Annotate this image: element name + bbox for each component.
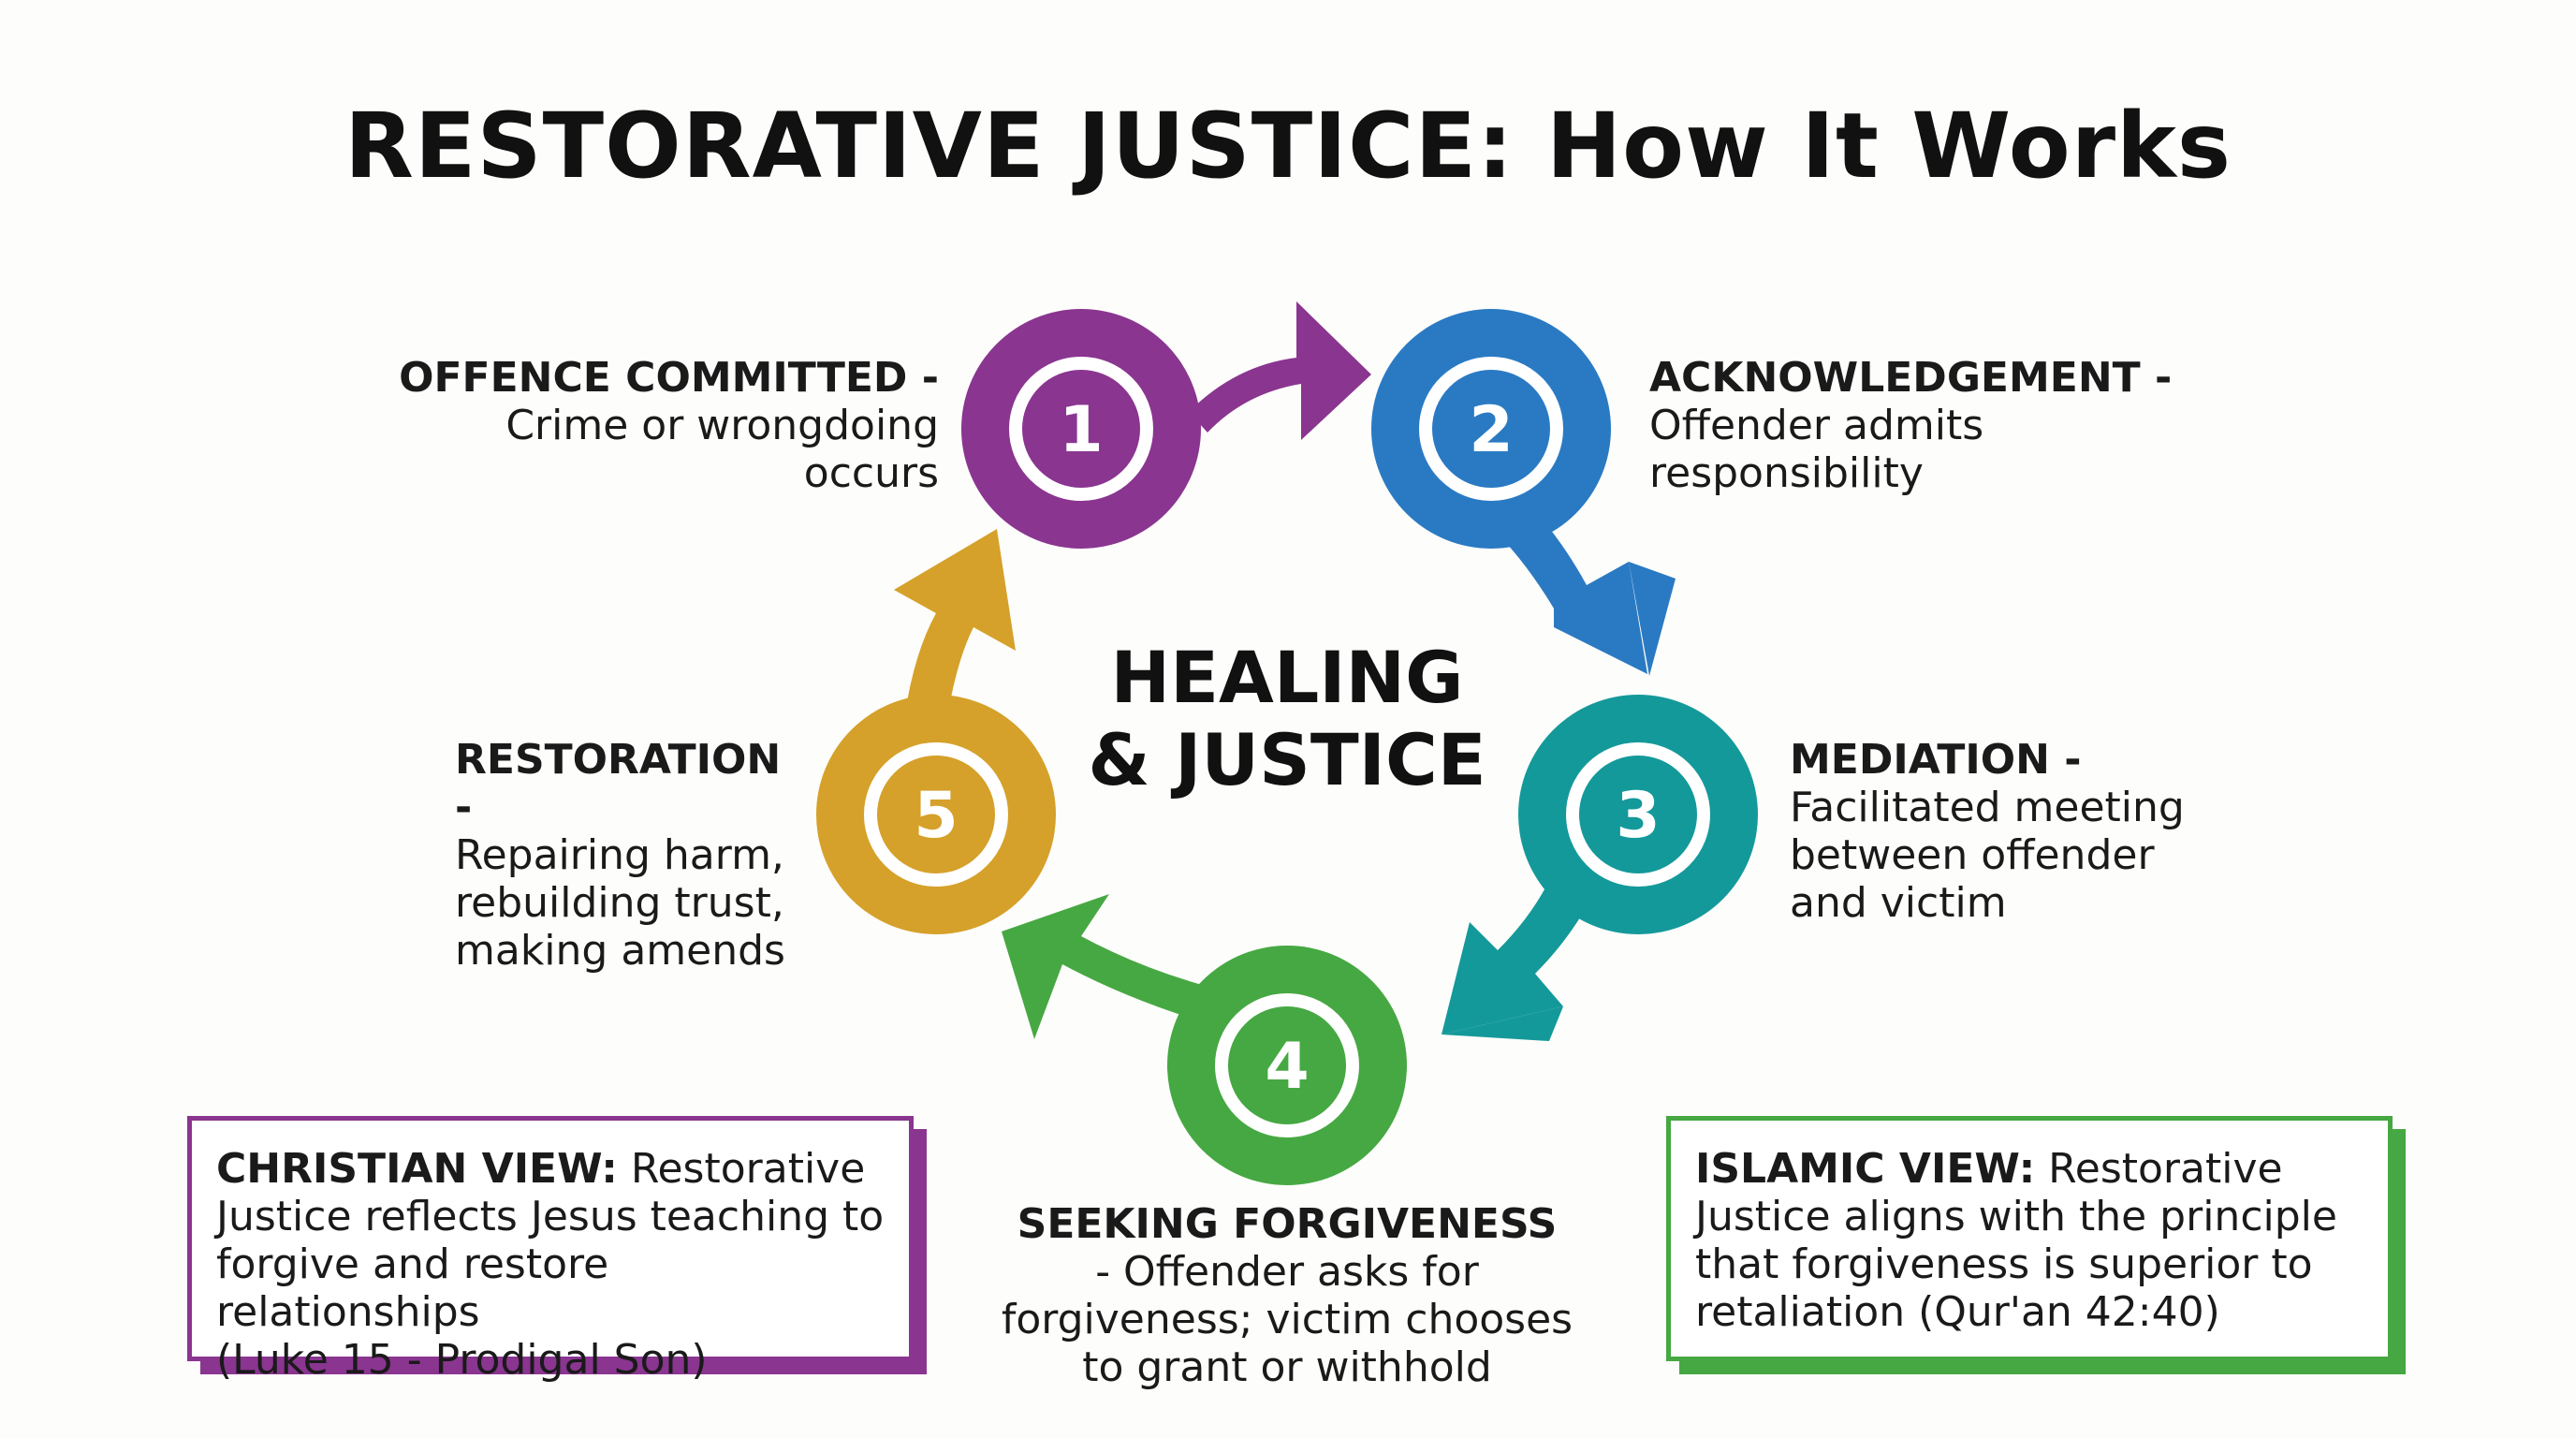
step-1-circle: 1 bbox=[961, 309, 1201, 549]
step-3-label: MEDIATION - Facilitated meeting between … bbox=[1790, 736, 2314, 927]
step-2-number: 2 bbox=[1469, 393, 1513, 467]
step-4-line-1: - Offender asks for bbox=[1095, 1248, 1479, 1296]
christian-view-line-4: (Luke 15 - Prodigal Son) bbox=[216, 1336, 708, 1384]
center-label: HEALING & JUSTICE bbox=[1020, 637, 1554, 801]
islamic-view-line-2: Justice aligns with the principle bbox=[1695, 1193, 2337, 1240]
step-4-circle: 4 bbox=[1167, 946, 1407, 1185]
islamic-view-heading: ISLAMIC VIEW: bbox=[1695, 1145, 2036, 1193]
christian-view-line-3: forgive and restore relationships bbox=[216, 1240, 609, 1336]
page-title: RESTORATIVE JUSTICE: How It Works bbox=[344, 94, 2232, 198]
step-4-label: SEEKING FORGIVENESS - Offender asks for … bbox=[973, 1200, 1601, 1391]
christian-view-box: CHRISTIAN VIEW: Restorative Justice refl… bbox=[187, 1116, 914, 1384]
step-3-number: 3 bbox=[1616, 779, 1660, 853]
step-5-heading: RESTORATION - bbox=[455, 736, 782, 831]
step-3-line-1: Facilitated meeting bbox=[1790, 784, 2185, 831]
christian-view-line-2: Justice reflects Jesus teaching to bbox=[216, 1193, 885, 1240]
step-2-label: ACKNOWLEDGEMENT - Offender admits respon… bbox=[1649, 354, 2211, 497]
step-5-line-2: rebuilding trust, bbox=[455, 879, 784, 927]
step-3-line-2: between offender bbox=[1790, 831, 2155, 879]
step-5-label: RESTORATION - Repairing harm, rebuilding… bbox=[455, 736, 801, 975]
step-4-line-2: forgiveness; victim chooses bbox=[1001, 1296, 1573, 1343]
islamic-view-line-3: that forgiveness is superior to bbox=[1695, 1240, 2313, 1288]
step-1-label: OFFENCE COMMITTED - Crime or wrongdoing … bbox=[393, 354, 939, 497]
step-5-circle: 5 bbox=[816, 695, 1056, 934]
step-1-heading: OFFENCE COMMITTED - bbox=[399, 354, 939, 402]
christian-view-line-1: Restorative bbox=[617, 1145, 866, 1193]
step-4-number: 4 bbox=[1265, 1030, 1309, 1104]
step-2-heading: ACKNOWLEDGEMENT - bbox=[1649, 354, 2173, 402]
step-2-line-1: Offender admits bbox=[1649, 402, 1984, 449]
step-1-line-1: Crime or wrongdoing bbox=[505, 402, 939, 449]
step-2-circle: 2 bbox=[1371, 309, 1611, 549]
step-3-line-3: and victim bbox=[1790, 879, 2007, 927]
step-4-line-3: to grant or withhold bbox=[1082, 1343, 1492, 1391]
islamic-view-line-1: Restorative bbox=[2035, 1145, 2283, 1193]
center-line-2: & JUSTICE bbox=[1088, 718, 1486, 801]
step-1-line-2: occurs bbox=[803, 449, 939, 497]
step-3-circle: 3 bbox=[1518, 695, 1758, 934]
arrow-5-to-1 bbox=[894, 529, 1016, 730]
islamic-view-line-4: retaliation (Qur'an 42:40) bbox=[1695, 1288, 2220, 1336]
christian-view-heading: CHRISTIAN VIEW: bbox=[216, 1145, 618, 1193]
islamic-view-box: ISLAMIC VIEW: Restorative Justice aligns… bbox=[1666, 1116, 2393, 1361]
step-1-number: 1 bbox=[1059, 393, 1103, 467]
step-5-number: 5 bbox=[914, 779, 958, 853]
step-3-heading: MEDIATION - bbox=[1790, 736, 2082, 784]
step-5-line-1: Repairing harm, bbox=[455, 831, 784, 879]
arrow-4-to-5 bbox=[1002, 894, 1212, 1039]
center-line-1: HEALING bbox=[1110, 636, 1464, 719]
arrow-1-to-2 bbox=[1189, 301, 1371, 440]
step-2-line-2: responsibility bbox=[1649, 449, 1924, 497]
arrow-3-to-4 bbox=[1442, 871, 1596, 1041]
step-4-heading: SEEKING FORGIVENESS bbox=[1017, 1200, 1558, 1248]
step-5-line-3: making amends bbox=[455, 927, 785, 975]
